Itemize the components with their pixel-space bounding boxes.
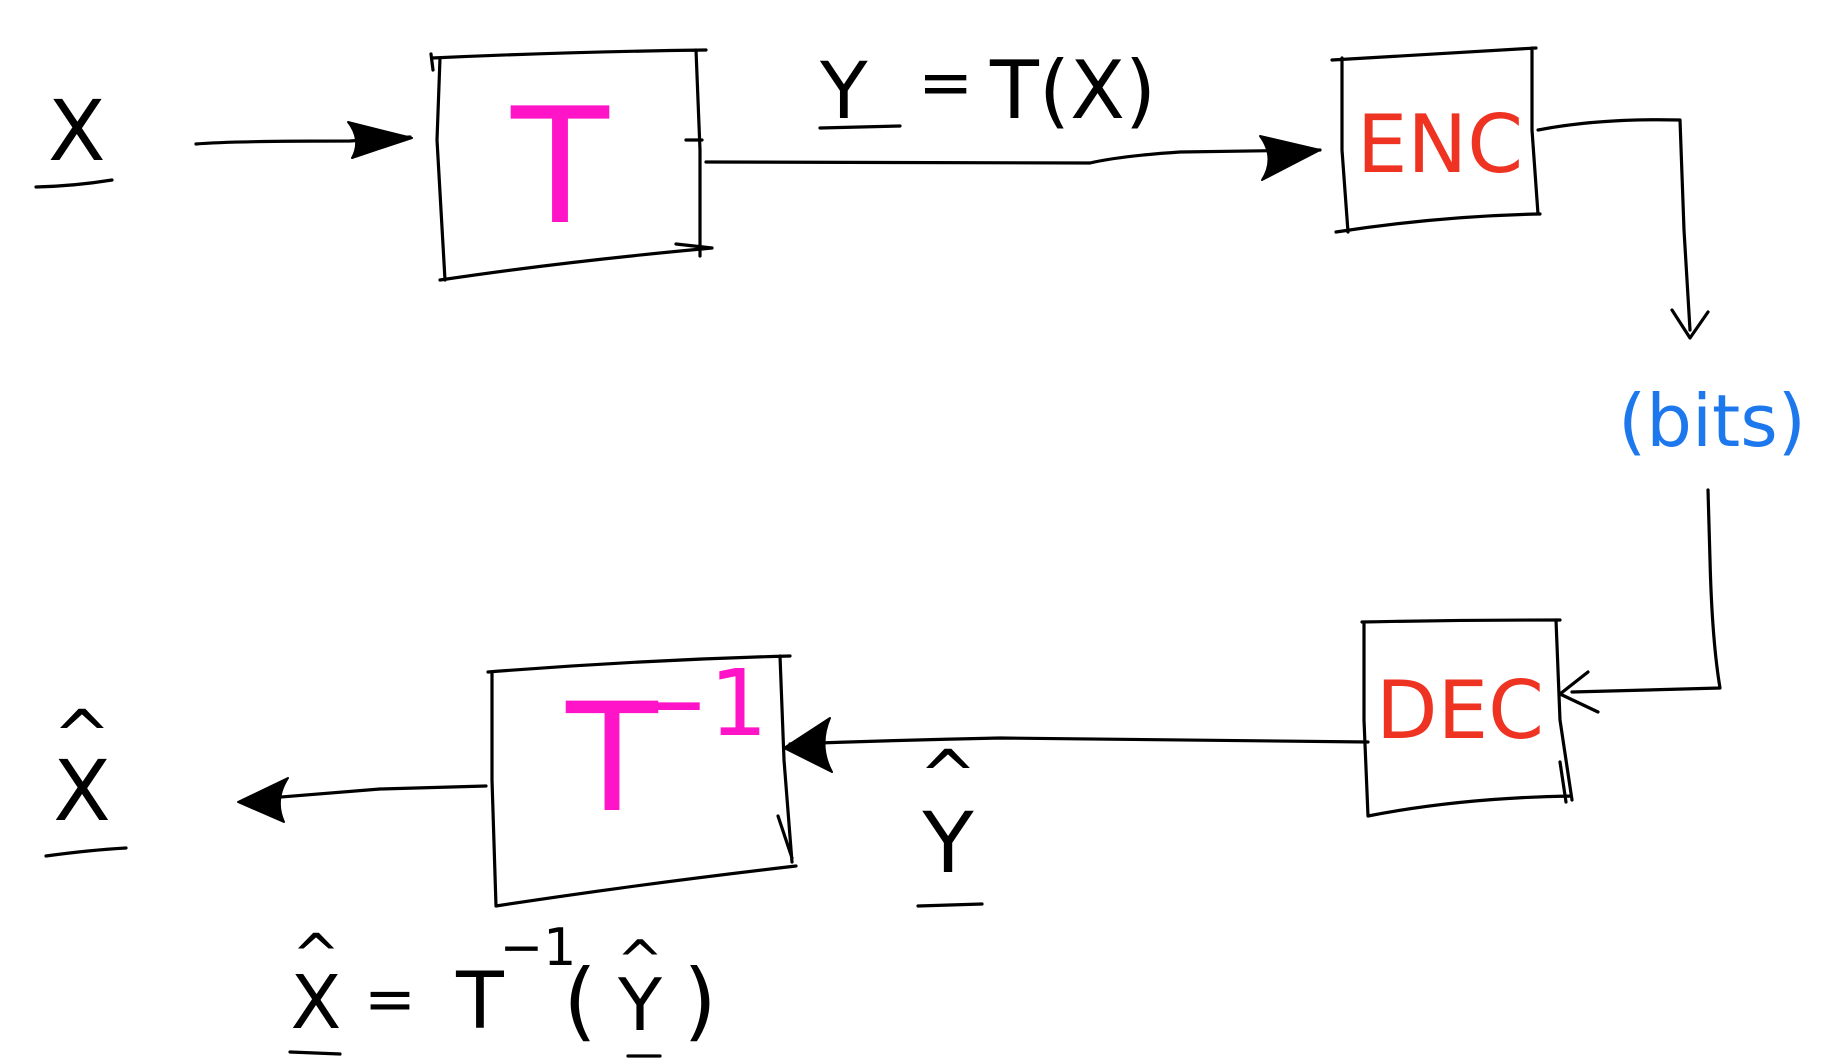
encoder-block-outline [1330, 46, 1542, 234]
xeq-arg: Y [617, 963, 663, 1047]
transform-block: T [429, 48, 714, 282]
y-hat-caret: ^ [919, 735, 978, 817]
x-hat-underline [44, 846, 128, 858]
x-hat-caret: ^ [53, 695, 112, 777]
x-hat-symbol: X [53, 742, 111, 840]
xeq-open: ( [563, 951, 597, 1051]
inverse-transform-block: T −1 [486, 650, 798, 908]
input-x: X [34, 82, 114, 189]
xeq-arg-caret: ^ [617, 929, 664, 994]
xeq-sup: −1 [500, 918, 577, 978]
y-hat: ^ Y [916, 735, 984, 908]
output-x-hat: ^ X [44, 695, 128, 858]
xeq-caret: ^ [292, 921, 341, 989]
y-eq-sign: = [918, 44, 973, 121]
decoder-block-outline [1360, 618, 1574, 818]
xeq-close: ) [683, 951, 717, 1051]
input-x-underline [34, 178, 114, 189]
x-hat-equation: ^ X = T −1 ( ^ Y ) [288, 918, 717, 1058]
decoder-block: DEC [1360, 618, 1574, 818]
xeq-fn: T [455, 957, 504, 1047]
arrow-inverse-to-xhat [237, 777, 488, 823]
arrow-x-to-t [194, 121, 413, 159]
inverse-label: T [565, 672, 659, 846]
y-eq-underline [818, 124, 902, 130]
decoder-label: DEC [1376, 664, 1544, 757]
arrow-dec-to-inverse [783, 717, 1370, 773]
xeq-sign: = [364, 962, 416, 1035]
y-eq-rhs: T(X) [989, 44, 1156, 137]
encoder-label: ENC [1357, 98, 1523, 191]
y-equation: Y = T(X) [818, 44, 1156, 137]
arrow-t-to-enc [704, 135, 1322, 181]
encoder-block: ENC [1330, 46, 1542, 234]
input-x-label: X [48, 82, 106, 180]
arrow-bits-to-dec [1558, 488, 1722, 714]
arrow-enc-to-bits [1536, 118, 1710, 340]
bits-label: (bits) [1618, 379, 1806, 463]
y-eq-lhs: Y [819, 47, 868, 137]
transform-block-outline [429, 48, 714, 282]
y-hat-symbol: Y [921, 794, 974, 892]
y-hat-underline [916, 902, 984, 908]
transform-label: T [510, 73, 610, 260]
inverse-superscript: −1 [632, 650, 768, 757]
inverse-block-outline [486, 654, 798, 908]
xeq-lhs: X [291, 960, 342, 1046]
xeq-underline [288, 1050, 342, 1056]
